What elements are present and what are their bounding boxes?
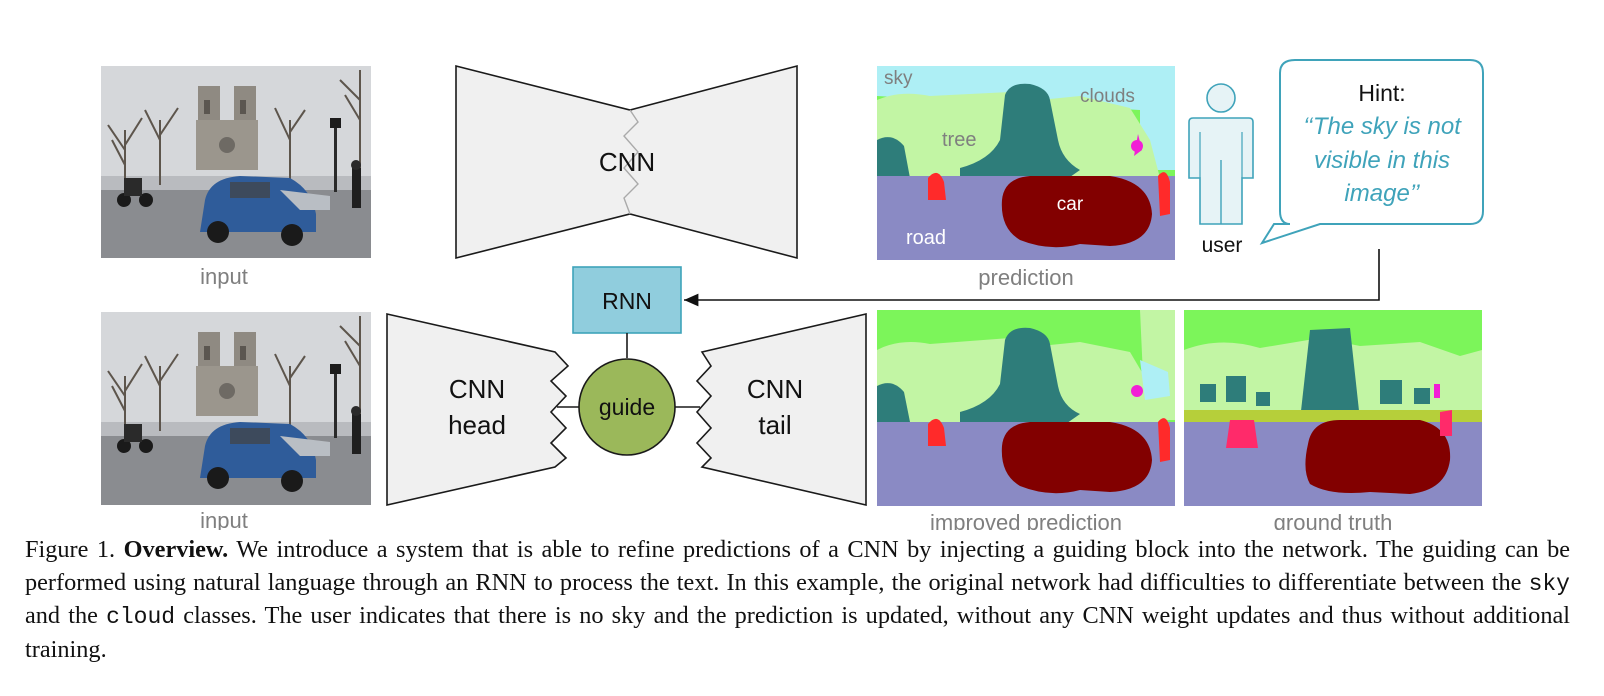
- figure-caption: Figure 1. Overview. We introduce a syste…: [25, 534, 1570, 666]
- hint-line-1: ‘‘The sky is not: [1303, 113, 1462, 140]
- prediction-label: prediction: [978, 265, 1073, 290]
- cnn-tail-block: CNN tail: [695, 312, 867, 507]
- hint-line-2: visible in this: [1314, 147, 1450, 174]
- seg-label-sky: sky: [884, 68, 913, 89]
- ground-truth-label: ground truth: [1274, 510, 1393, 530]
- rnn-label: RNN: [602, 288, 652, 314]
- ground-truth-map: [1184, 310, 1482, 506]
- caption-text-3: classes. The user indicates that there i…: [25, 602, 1570, 663]
- seg-label-clouds: clouds: [1080, 86, 1135, 107]
- overview-figure: input input CNN: [101, 59, 1484, 530]
- seg-label-tree: tree: [942, 129, 976, 151]
- cnn-label: CNN: [599, 147, 655, 177]
- user-label: user: [1202, 234, 1243, 257]
- prediction-map: sky clouds tree car road: [877, 66, 1175, 260]
- caption-figure-number: Figure 1.: [25, 536, 116, 563]
- caption-code-sky: sky: [1528, 570, 1570, 597]
- cnn-tail-line1: CNN: [747, 374, 803, 404]
- improved-prediction-label: improved prediction: [930, 510, 1122, 530]
- cnn-head-block: CNN head: [386, 312, 570, 507]
- input-label-top: input: [200, 264, 248, 289]
- cnn-tail-line2: tail: [758, 410, 791, 440]
- input-photo-bottom: [101, 312, 371, 505]
- seg-label-car: car: [1057, 194, 1084, 215]
- caption-text-1: We introduce a system that is able to re…: [25, 536, 1571, 596]
- hint-line-3: image’’: [1344, 180, 1420, 207]
- hint-bubble: Hint: ‘‘The sky is not visible in this i…: [1259, 59, 1484, 245]
- hint-title: Hint:: [1358, 80, 1405, 106]
- improved-prediction-map: [877, 310, 1175, 506]
- caption-code-cloud: cloud: [106, 604, 176, 631]
- cnn-block: CNN: [455, 64, 798, 260]
- caption-title: Overview.: [123, 536, 229, 563]
- hint-to-rnn-arrow: [684, 249, 1380, 307]
- rnn-block: RNN: [572, 266, 682, 334]
- cnn-head-line1: CNN: [449, 374, 505, 404]
- caption-text-2: and the: [25, 602, 98, 630]
- guide-label: guide: [599, 394, 655, 420]
- input-photo-top: [101, 66, 371, 258]
- input-label-bottom: input: [200, 508, 248, 530]
- cnn-head-line2: head: [448, 410, 506, 440]
- seg-label-road: road: [906, 227, 946, 249]
- user-icon: [1188, 83, 1254, 225]
- guide-block: guide: [578, 358, 676, 456]
